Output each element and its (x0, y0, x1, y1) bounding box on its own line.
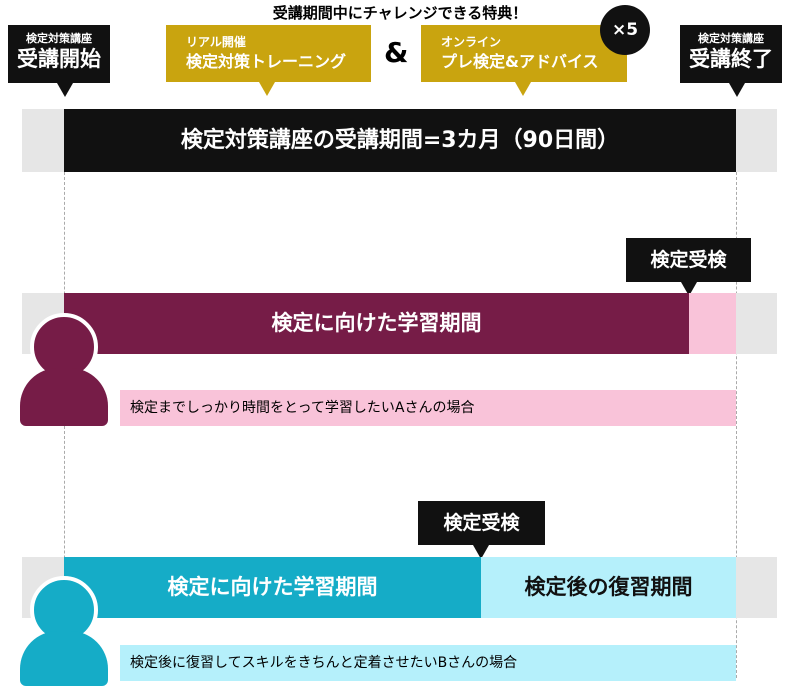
case-b-study-period-bar: 検定に向けた学習期間 (64, 557, 481, 618)
person-a-body-icon (20, 368, 108, 426)
course-end-large-label: 受講終了 (689, 47, 773, 71)
course-start-large-label: 受講開始 (17, 47, 101, 71)
case-a-note: 検定までしっかり時間をとって学習したいAさんの場合 (120, 390, 736, 426)
benefit-real-training: リアル開催 検定対策トレーニング (166, 25, 371, 82)
course-end-small-label: 検定対策講座 (698, 32, 764, 45)
case-a-remaining-segment (689, 293, 736, 354)
benefit-online-pretest: オンライン プレ検定&アドバイス (421, 25, 627, 82)
benefit-real-pointer (259, 82, 275, 96)
benefits-caption: 受講期間中にチャレンジできる特典！ (272, 4, 528, 22)
case-a-exam-pointer (681, 282, 697, 296)
course-period-bar: 検定対策講座の受講期間=3カ月（90日間） (64, 109, 736, 172)
ampersand: & (384, 36, 409, 69)
course-start-callout: 検定対策講座 受講開始 (8, 25, 110, 83)
course-end-callout: 検定対策講座 受講終了 (680, 25, 782, 83)
benefit-online-large-label: プレ検定&アドバイス (441, 52, 599, 71)
course-end-pointer (729, 83, 745, 97)
end-guide-line (736, 172, 737, 678)
benefit-online-pointer (515, 82, 531, 96)
case-b-note: 検定後に復習してスキルをきちんと定着させたいBさんの場合 (120, 645, 736, 681)
case-a-study-period-bar: 検定に向けた学習期間 (64, 293, 689, 354)
case-b-review-period-bar: 検定後の復習期間 (481, 557, 736, 618)
case-b-exam-label: 検定受検 (418, 501, 545, 545)
case-b-exam-pointer (473, 545, 489, 559)
benefit-real-small-label: リアル開催 (186, 35, 246, 49)
benefit-online-small-label: オンライン (441, 35, 502, 49)
case-a-exam-label: 検定受検 (626, 238, 751, 282)
course-start-pointer (57, 83, 73, 97)
person-b-body-icon (20, 631, 108, 686)
benefit-real-large-label: 検定対策トレーニング (186, 52, 347, 71)
course-start-small-label: 検定対策講座 (26, 32, 92, 45)
times-five-badge: ×5 (600, 5, 650, 55)
